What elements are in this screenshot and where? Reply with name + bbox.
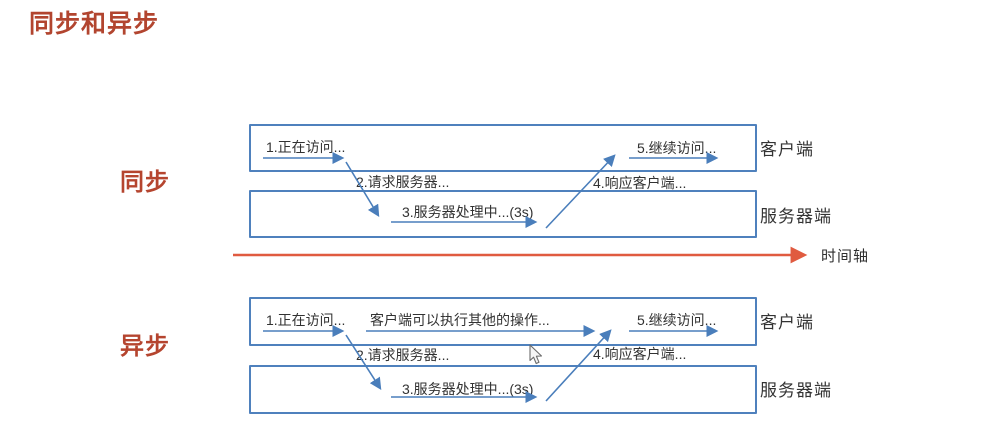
async-server-role-label: 服务器端 bbox=[760, 381, 832, 400]
async-step4-label: 4.响应客户端... bbox=[593, 346, 687, 362]
async-section-label: 异步 bbox=[120, 333, 170, 360]
async-step3-label: 3.服务器处理中...(3s) bbox=[402, 381, 534, 397]
sync-server-role-label: 服务器端 bbox=[760, 207, 832, 226]
sync-step1-label: 1.正在访问... bbox=[266, 139, 346, 155]
mouse-cursor-icon bbox=[529, 344, 543, 365]
sync-step3-label: 3.服务器处理中...(3s) bbox=[402, 204, 534, 220]
sync-client-role-label: 客户端 bbox=[760, 140, 814, 159]
sync-client-box bbox=[249, 124, 757, 172]
async-step5-label: 5.继续访问... bbox=[637, 312, 717, 328]
async-server-box bbox=[249, 365, 757, 414]
async-step1-label: 1.正在访问... bbox=[266, 312, 346, 328]
async-client-role-label: 客户端 bbox=[760, 313, 814, 332]
async-step2-label: 2.请求服务器... bbox=[356, 347, 450, 363]
async-client-box bbox=[249, 297, 757, 346]
sync-step4-label: 4.响应客户端... bbox=[593, 175, 687, 191]
page-title: 同步和异步 bbox=[29, 10, 160, 38]
sync-section-label: 同步 bbox=[120, 169, 170, 196]
time-axis-label: 时间轴 bbox=[821, 248, 870, 265]
async-other-ops-label: 客户端可以执行其他的操作... bbox=[370, 312, 550, 328]
sync-server-box bbox=[249, 190, 757, 238]
sync-step2-label: 2.请求服务器... bbox=[356, 174, 450, 190]
sync-step5-label: 5.继续访问... bbox=[637, 140, 717, 156]
